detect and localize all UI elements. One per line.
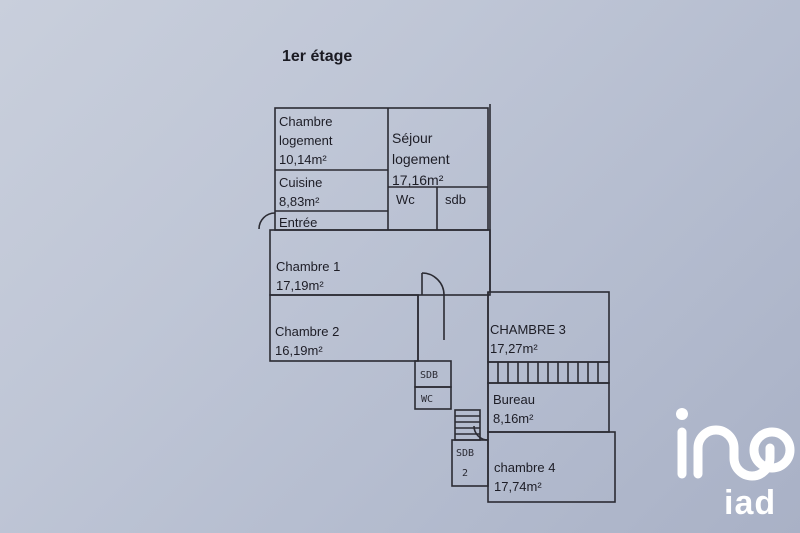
- room-wc-top: Wc: [396, 192, 415, 207]
- room-subname: logement: [279, 133, 333, 148]
- stairs-outline: [454, 409, 481, 441]
- room-name: Chambre 1: [276, 259, 341, 274]
- iad-logo-icon: [676, 408, 795, 481]
- door-arc-1: [421, 272, 445, 296]
- room-sejour-logement: Séjour logement 17,16m²: [392, 128, 450, 191]
- room-area: 17,74m²: [494, 479, 542, 494]
- room-chambre-3: CHAMBRE 3 17,27m²: [490, 320, 566, 358]
- room-name: chambre 4: [494, 460, 556, 475]
- room-area: 17,27m²: [490, 341, 538, 356]
- room-name: Chambre 2: [275, 324, 340, 339]
- room-cuisine: Cuisine 8,83m²: [279, 173, 322, 211]
- room-sdb2: SDB 2: [456, 444, 474, 484]
- room-name: SDB: [456, 448, 475, 459]
- room-chambre-logement: Chambre logement 10,14m²: [279, 112, 332, 169]
- room-area: 17,19m²: [276, 278, 324, 293]
- room-sdb-top: sdb: [445, 192, 466, 207]
- room-area: 17,16m²: [392, 172, 444, 188]
- room-sdb-small: SDB: [420, 370, 439, 381]
- door-arc-2: [258, 212, 276, 230]
- room-area: 8,83m²: [279, 194, 320, 209]
- room-number: 2: [462, 468, 469, 479]
- room-area: 16,19m²: [275, 343, 323, 358]
- room-chambre-1: Chambre 1 17,19m²: [276, 257, 340, 295]
- room-name: Cuisine: [279, 175, 323, 190]
- room-subname: logement: [392, 151, 450, 167]
- wc-small-outline: [414, 386, 452, 410]
- room-name: Chambre: [279, 114, 333, 129]
- room-bureau: Bureau 8,16m²: [493, 390, 535, 428]
- floor-title: 1er étage: [282, 48, 353, 65]
- room-chambre-4: chambre 4 17,74m²: [494, 458, 555, 496]
- chambre4-outline: [487, 431, 616, 503]
- room-wc-small: WC: [421, 394, 434, 405]
- room-name: CHAMBRE 3: [490, 322, 566, 337]
- room-area: 10,14m²: [279, 152, 327, 167]
- iad-logo-text: iad: [724, 484, 777, 522]
- room-name: Bureau: [493, 392, 535, 407]
- room-chambre-2: Chambre 2 16,19m²: [275, 322, 339, 360]
- door-arc-3: [473, 425, 489, 441]
- room-area: 8,16m²: [493, 411, 534, 426]
- room-entree: Entrée: [279, 215, 318, 230]
- room-name: Séjour: [392, 130, 433, 146]
